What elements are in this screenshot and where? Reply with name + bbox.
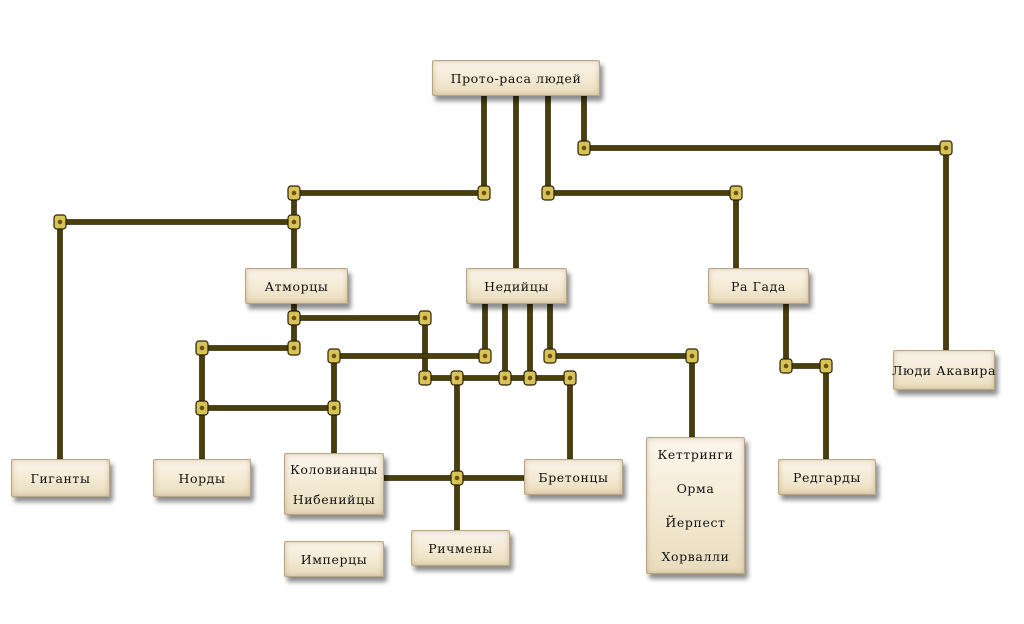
- node-label: Гиганты: [30, 470, 91, 486]
- connector-pipe: [733, 192, 739, 269]
- connector-pipe: [567, 377, 573, 460]
- node-ra-gada[interactable]: Ра Гада: [708, 268, 809, 304]
- connector-joint: [327, 348, 341, 364]
- connector-joint: [327, 400, 341, 416]
- connector-joint: [287, 310, 301, 326]
- connector-pipe: [783, 303, 789, 367]
- node-label: Бретонцы: [538, 469, 609, 485]
- node-atmora[interactable]: Атморцы: [245, 268, 348, 304]
- node-nedes[interactable]: Недийцы: [466, 268, 567, 304]
- node-imperials[interactable]: Имперцы: [284, 541, 384, 577]
- connector-joint: [685, 348, 699, 364]
- node-nords[interactable]: Норды: [153, 459, 251, 497]
- node-label: Люди Акавира: [891, 362, 997, 378]
- node-bretons[interactable]: Бретонцы: [524, 459, 623, 495]
- connector-joint: [819, 358, 833, 374]
- connector-pipe: [689, 355, 695, 438]
- connector-joint: [779, 358, 793, 374]
- node-reachmen[interactable]: Ричмены: [411, 530, 510, 566]
- connector-pipe: [527, 303, 533, 379]
- connector-pipe: [943, 147, 949, 351]
- node-label: Хорвалли: [661, 548, 730, 564]
- connector-pipe: [333, 353, 486, 359]
- connector-joint: [729, 185, 743, 201]
- connector-joint: [543, 348, 557, 364]
- connector-joint: [541, 185, 555, 201]
- node-label: Атморцы: [264, 278, 329, 294]
- connector-joint: [195, 400, 209, 416]
- connector-pipe: [513, 95, 519, 269]
- connector-pipe: [581, 95, 587, 149]
- node-giants[interactable]: Гиганты: [11, 459, 110, 497]
- node-akavir[interactable]: Люди Акавира: [891, 350, 997, 390]
- connector-pipe: [422, 317, 428, 379]
- node-label: Кеттринги: [657, 447, 734, 463]
- connector-pipe: [424, 375, 571, 381]
- connector-pipe: [549, 353, 693, 359]
- node-label: Ричмены: [428, 540, 493, 556]
- node-label: Недийцы: [484, 278, 549, 294]
- node-label: Коловианцы: [290, 461, 378, 477]
- connector-pipe: [502, 303, 508, 379]
- connector-joint: [287, 340, 301, 356]
- connector-joint: [939, 140, 953, 156]
- connector-joint: [53, 214, 67, 230]
- connector-joint: [577, 140, 591, 156]
- connector-joint: [477, 185, 491, 201]
- connector-pipe: [59, 219, 295, 225]
- node-label: Орма: [676, 481, 715, 497]
- node-label: Редгарды: [793, 469, 861, 485]
- connector-pipe: [481, 95, 487, 194]
- connector-joint: [287, 185, 301, 201]
- connector-pipe: [201, 405, 335, 411]
- node-label: Йерпест: [665, 514, 726, 530]
- connector-pipe: [583, 145, 947, 151]
- node-colovians-nibeneans[interactable]: Коловианцы Нибенийцы: [284, 453, 384, 515]
- connector-pipe: [547, 190, 737, 196]
- connector-joint: [450, 470, 464, 486]
- node-ketttrings-group[interactable]: Кеттринги Орма Йерпест Хорвалли: [646, 437, 745, 574]
- connector-joint: [418, 310, 432, 326]
- connector-pipe: [454, 377, 460, 531]
- connector-pipe: [823, 365, 829, 460]
- node-redguards[interactable]: Редгарды: [778, 459, 876, 495]
- connector-joint: [195, 340, 209, 356]
- connector-joint: [498, 370, 512, 386]
- connector-pipe: [57, 221, 63, 460]
- node-label: Норды: [178, 470, 226, 486]
- connector-pipe: [545, 95, 551, 194]
- node-label: Прото-раса людей: [450, 70, 582, 86]
- connector-joint: [418, 370, 432, 386]
- connector-pipe: [547, 303, 553, 357]
- connector-pipe: [291, 192, 297, 269]
- connector-joint: [523, 370, 537, 386]
- connector-joint: [478, 348, 492, 364]
- node-proto-race[interactable]: Прото-раса людей: [432, 60, 600, 96]
- connector-pipe: [293, 315, 426, 321]
- connector-joint: [563, 370, 577, 386]
- connector-pipe: [482, 303, 488, 357]
- connector-pipe: [201, 345, 295, 351]
- node-label: Нибенийцы: [292, 491, 376, 507]
- connector-joint: [450, 370, 464, 386]
- node-label: Ра Гада: [731, 278, 786, 294]
- connector-joint: [287, 214, 301, 230]
- connector-pipe: [293, 190, 485, 196]
- node-label: Имперцы: [300, 551, 368, 567]
